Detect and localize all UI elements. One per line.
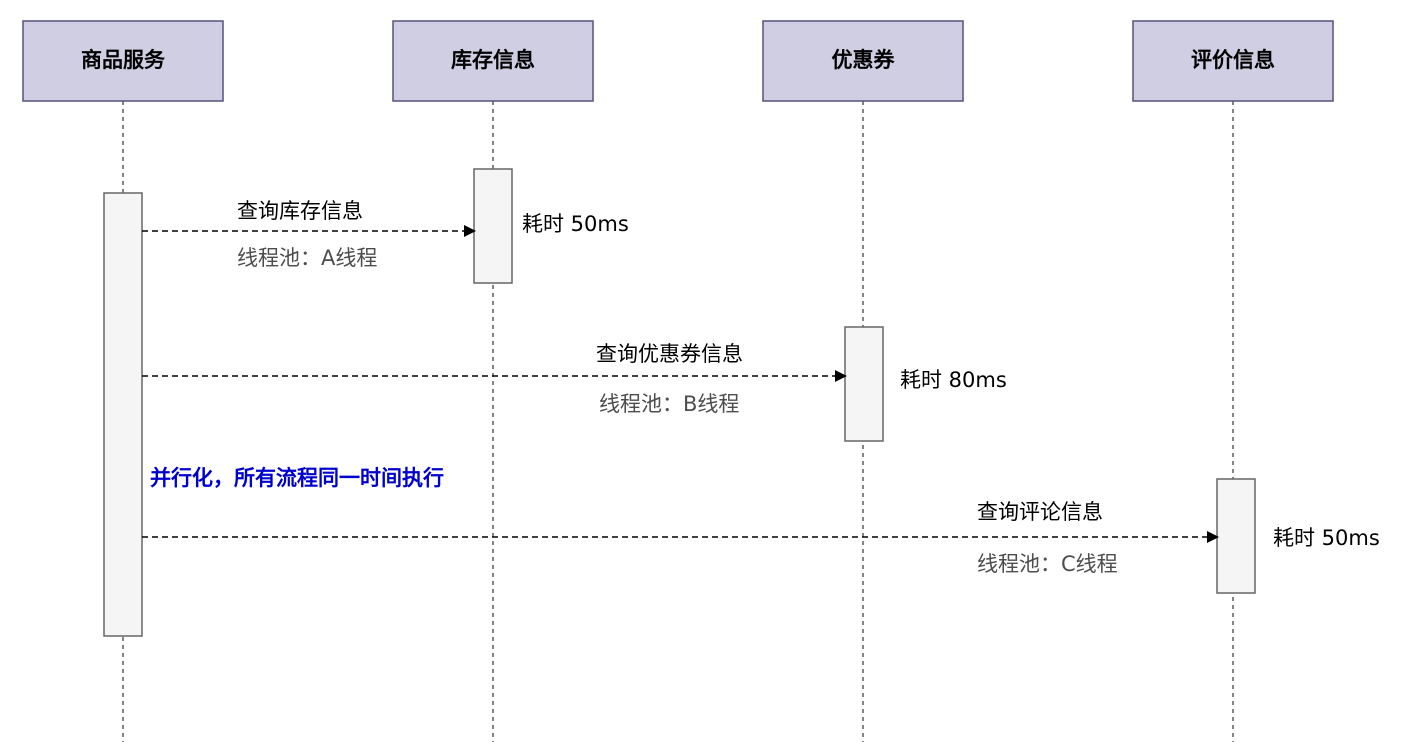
message-label: 查询评论信息	[977, 500, 1103, 524]
duration-label: 耗时 80ms	[900, 368, 1007, 392]
participant-label: 评价信息	[1191, 48, 1275, 72]
thread-label: 线程池：B线程	[599, 392, 739, 416]
participant-goods: 商品服务	[22, 20, 224, 102]
activation-goods	[103, 192, 143, 637]
duration-label: 耗时 50ms	[1273, 526, 1380, 550]
activation-review	[1216, 478, 1256, 594]
activation-coupon	[844, 326, 884, 442]
participant-stock: 库存信息	[392, 20, 594, 102]
parallel-note: 并行化，所有流程同一时间执行	[150, 466, 444, 490]
message-label: 查询优惠券信息	[596, 342, 743, 366]
thread-label: 线程池：A线程	[237, 246, 377, 270]
participant-label: 商品服务	[81, 48, 166, 72]
thread-label: 线程池：C线程	[977, 552, 1118, 576]
message-label: 查询库存信息	[237, 199, 363, 223]
participant-label: 库存信息	[451, 48, 535, 72]
participant-label: 优惠券	[832, 48, 896, 72]
activation-stock	[473, 168, 513, 284]
participant-coupon: 优惠券	[762, 20, 964, 102]
duration-label: 耗时 50ms	[522, 212, 629, 236]
participant-review: 评价信息	[1132, 20, 1334, 102]
